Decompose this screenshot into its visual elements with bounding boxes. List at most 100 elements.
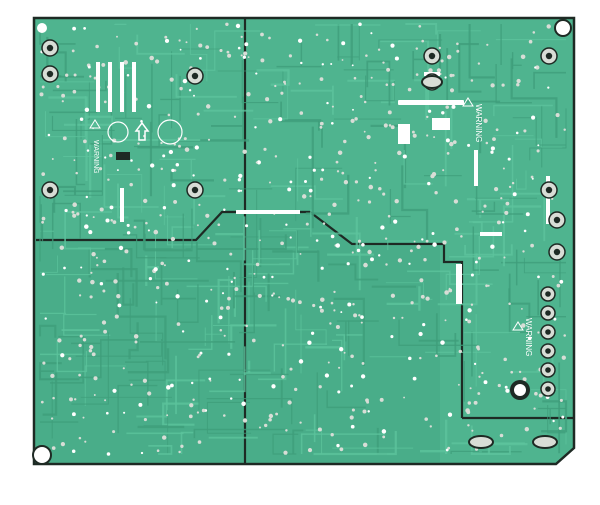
via (478, 375, 481, 378)
connector-pin-hole (545, 310, 551, 316)
via (59, 245, 65, 250)
via (307, 448, 313, 453)
via (473, 400, 478, 405)
via (530, 175, 534, 179)
silkscreen-blocks (96, 62, 550, 304)
via (133, 334, 139, 339)
trace (313, 431, 397, 456)
via (234, 287, 239, 292)
trace (50, 335, 84, 384)
via (561, 415, 565, 419)
via (359, 95, 363, 98)
via (143, 418, 147, 422)
via (434, 191, 438, 195)
via (105, 411, 109, 415)
trace (64, 211, 112, 250)
via (113, 279, 118, 284)
via (153, 267, 158, 272)
via (377, 254, 381, 257)
via (205, 104, 211, 109)
via (126, 74, 130, 77)
via (319, 125, 323, 129)
via (394, 199, 399, 204)
via (492, 137, 496, 142)
via (278, 296, 281, 299)
via (56, 85, 60, 89)
via (163, 264, 166, 267)
via (116, 294, 121, 299)
via (181, 330, 185, 333)
via (320, 297, 325, 302)
via (73, 73, 77, 77)
via (41, 172, 46, 176)
trace (243, 230, 291, 266)
via (109, 153, 113, 158)
via (460, 235, 463, 238)
trace (419, 419, 448, 454)
trace (133, 219, 192, 251)
trace (188, 315, 213, 350)
via (332, 202, 337, 207)
trace (75, 118, 86, 186)
via (79, 334, 83, 338)
trace (122, 234, 167, 259)
via (382, 192, 386, 196)
via (490, 146, 495, 151)
trace (365, 75, 395, 102)
via (229, 397, 233, 400)
via (419, 278, 424, 283)
trace (386, 286, 421, 311)
via (73, 159, 76, 162)
trace (449, 226, 495, 258)
via (425, 239, 429, 243)
via (226, 267, 229, 271)
via (260, 58, 265, 63)
trace (487, 443, 528, 454)
via (290, 298, 296, 303)
trace (251, 250, 289, 287)
via (140, 119, 143, 123)
via (207, 236, 210, 240)
via (469, 387, 472, 390)
trace (189, 24, 208, 82)
trace (51, 202, 81, 250)
via (219, 329, 223, 332)
via (240, 35, 243, 39)
via (299, 252, 302, 255)
via (467, 143, 471, 147)
via (335, 324, 340, 330)
via (394, 56, 399, 61)
via (262, 275, 266, 279)
via (343, 351, 346, 354)
via (145, 221, 148, 225)
via (96, 264, 99, 267)
trace (148, 445, 173, 455)
via (170, 236, 176, 242)
via (426, 134, 429, 137)
via (168, 149, 174, 155)
via (72, 89, 77, 94)
via (107, 178, 110, 181)
via (378, 186, 382, 191)
via (339, 347, 344, 352)
via (116, 169, 119, 172)
via (88, 230, 93, 235)
via (412, 376, 417, 381)
via (444, 76, 447, 79)
via (440, 59, 444, 63)
via (147, 229, 150, 232)
via (271, 384, 276, 389)
via (380, 225, 385, 230)
via (51, 446, 56, 450)
via (74, 398, 77, 401)
trace (523, 257, 566, 274)
via (329, 322, 332, 325)
via (500, 197, 503, 200)
via (374, 161, 377, 164)
via (153, 229, 159, 235)
via (240, 54, 243, 57)
via (99, 207, 104, 212)
via (225, 305, 231, 310)
via (247, 56, 250, 59)
trace (160, 213, 200, 259)
